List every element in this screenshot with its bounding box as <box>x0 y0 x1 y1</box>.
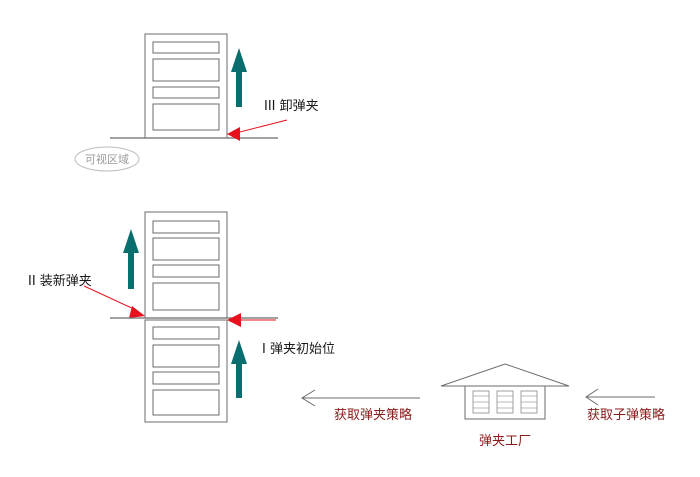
lower-clip-slot <box>152 326 220 340</box>
top-clip-slot <box>152 103 220 131</box>
upper-clip-slot <box>152 237 220 261</box>
top-clip-slot <box>152 41 220 54</box>
red-triangle-pointer-icon <box>83 285 145 318</box>
top-clip-assembly <box>144 33 228 139</box>
step-iii-label: III 卸弹夹 <box>264 98 319 114</box>
factory-house-icon <box>440 363 570 420</box>
step-ii-label: II 装新弹夹 <box>28 273 92 289</box>
clip-factory-label: 弹夹工厂 <box>479 434 531 449</box>
step-i-label: I 弹夹初始位 <box>262 342 335 357</box>
teal-up-arrow-icon <box>231 48 247 107</box>
red-triangle-pointer-icon <box>227 119 288 141</box>
get-bullet-strategy-label: 获取子弹策略 <box>587 407 665 423</box>
lower-clip-assembly <box>144 319 228 423</box>
upper-clip-slot <box>152 220 220 234</box>
red-triangle-pointer-icon <box>227 313 276 327</box>
get-clip-strategy-arrow <box>301 389 420 407</box>
teal-up-arrow-icon <box>231 340 247 398</box>
upper-clip-assembly <box>144 211 228 319</box>
visible-area-label: 可视区域 <box>85 152 129 166</box>
get-clip-strategy-label: 获取弹夹策略 <box>334 407 412 423</box>
lower-clip-slot <box>152 389 220 416</box>
lower-clip-slot <box>152 371 220 385</box>
upper-clip-slot <box>152 282 220 311</box>
teal-up-arrow-icon <box>123 229 139 289</box>
visible-area-badge: 可视区域 <box>74 146 140 172</box>
lower-clip-slot <box>152 344 220 368</box>
get-bullet-strategy-arrow <box>585 388 655 406</box>
top-clip-slot <box>152 58 220 82</box>
upper-clip-slot <box>152 264 220 278</box>
top-clip-slot <box>152 86 220 99</box>
